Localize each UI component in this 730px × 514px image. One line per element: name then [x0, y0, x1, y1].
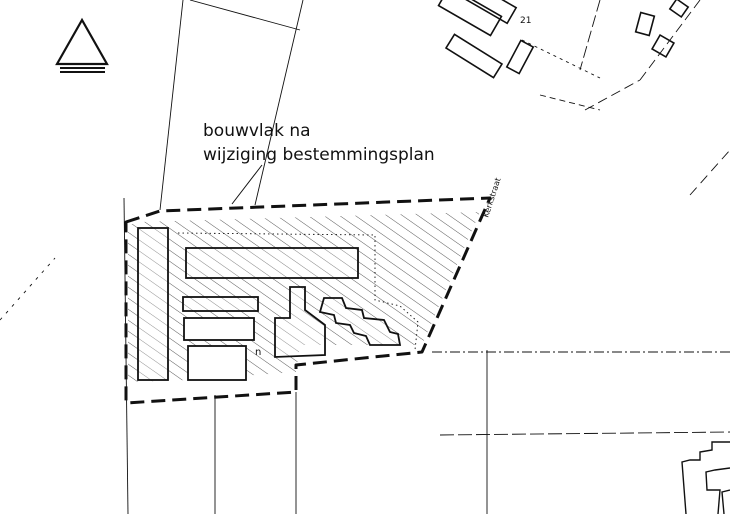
existing-buildings-top — [437, 0, 690, 79]
inner-zone-boundary — [177, 232, 419, 351]
north-arrow-triangle-icon — [55, 17, 109, 73]
annotation-line-2: wijziging bestemmingsplan — [203, 145, 435, 165]
annotation-line-1: bouwvlak na — [203, 121, 311, 141]
site-buildings — [137, 227, 402, 381]
plot-number: n — [255, 347, 261, 358]
annotation-leader-line — [231, 164, 263, 205]
existing-buildings-bottom-right — [681, 441, 730, 514]
house-number: 21 — [520, 16, 531, 26]
bouwvlak-boundary — [124, 196, 492, 405]
